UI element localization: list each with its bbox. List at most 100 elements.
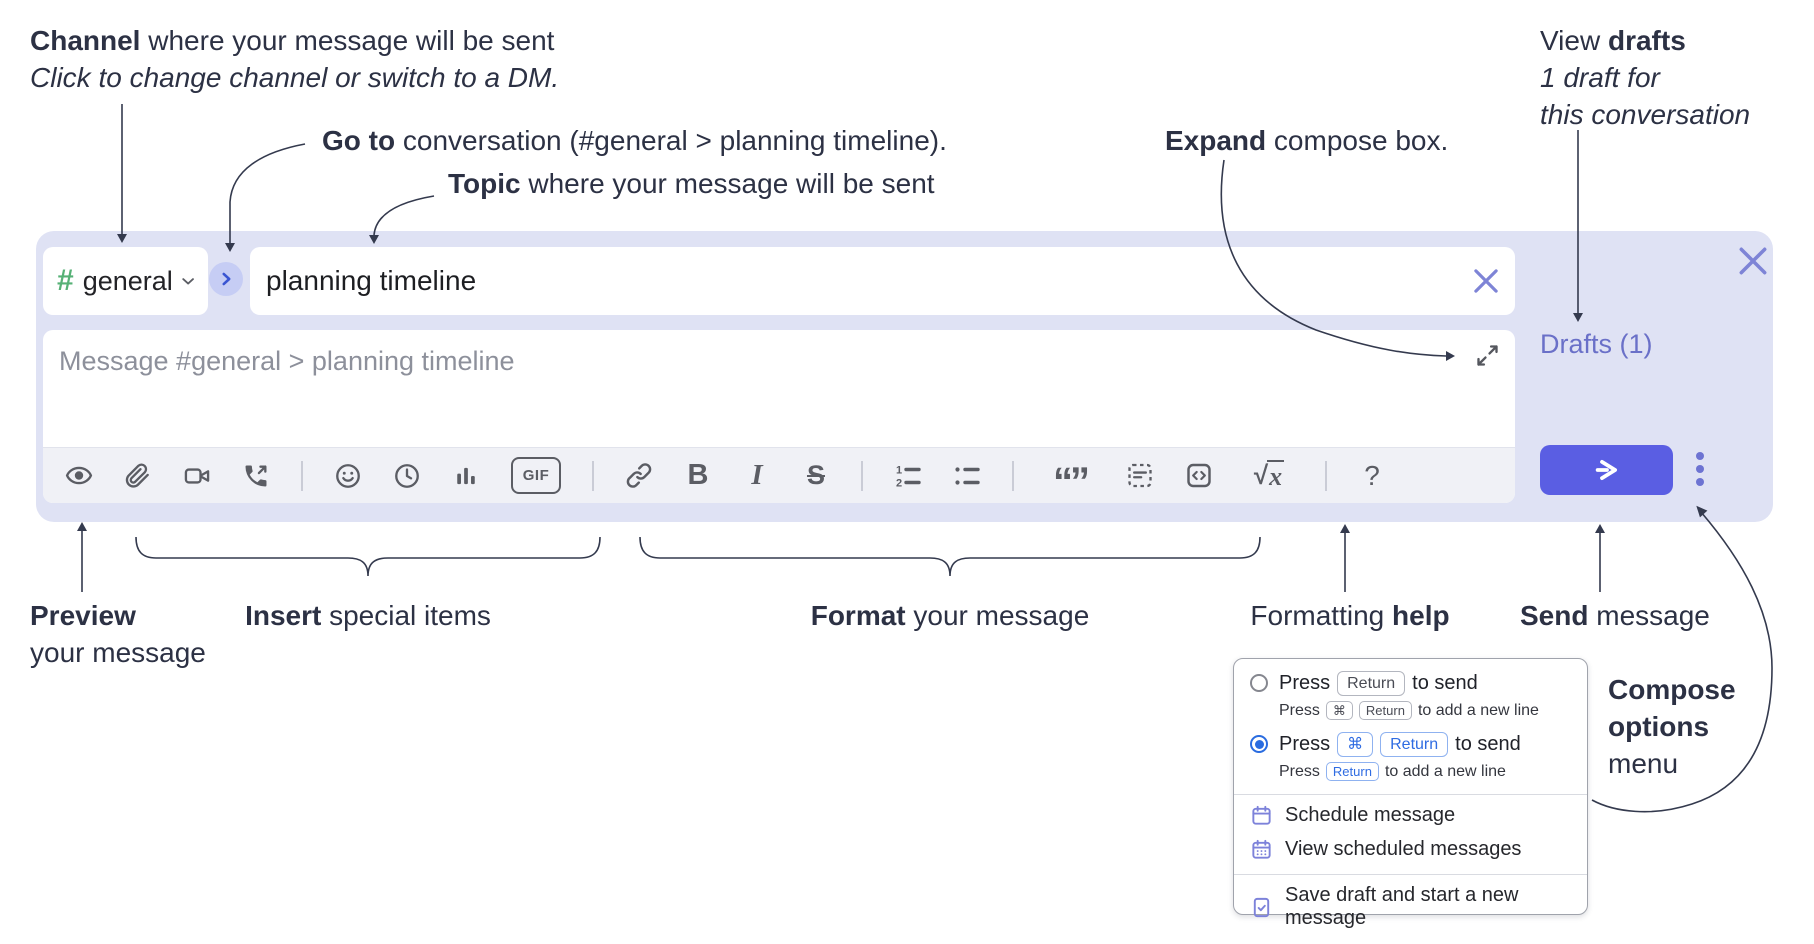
angle-brackets-icon: [1187, 463, 1211, 488]
brace-insert: [135, 536, 601, 577]
option-subtext: Press: [1279, 701, 1320, 719]
option-subtext: Press: [1279, 762, 1320, 780]
option-subtext: to add a new line: [1417, 701, 1539, 719]
message-box: GIF B I S: [43, 330, 1515, 503]
option-text: to send: [1455, 733, 1521, 755]
drafts-link[interactable]: Drafts (1): [1540, 329, 1653, 359]
channel-name: general: [82, 265, 173, 296]
formatting-help-button[interactable]: ?: [1358, 458, 1386, 494]
annotation-view-drafts: View drafts 1 draft for this conversatio…: [1540, 25, 1751, 130]
document-check-icon: [1253, 897, 1270, 917]
radio-unselected-icon: [1250, 674, 1268, 692]
calendar-grid-icon: [1252, 839, 1271, 859]
blockquote-button[interactable]: “”: [1045, 458, 1095, 503]
menu-divider: [1234, 874, 1587, 875]
video-camera-icon: [184, 467, 210, 484]
preview-button[interactable]: [65, 458, 93, 494]
send-icon: [1595, 460, 1617, 480]
square-root-icon: √x: [1253, 459, 1285, 491]
svg-text:2: 2: [896, 478, 902, 490]
chevron-right-icon: [222, 272, 231, 286]
toolbar-divider: [861, 460, 863, 491]
chain-link-icon: [626, 463, 652, 488]
gif-icon: GIF: [511, 457, 561, 494]
send-button[interactable]: [1540, 445, 1673, 495]
message-input[interactable]: [43, 330, 1459, 446]
phone-outgoing-icon: [245, 465, 267, 486]
cmd-keycap: ⌘: [1337, 732, 1374, 757]
topic-input[interactable]: [250, 247, 1515, 315]
dashed-code-block-icon: [1128, 463, 1152, 488]
menu-item-label: Schedule message: [1285, 804, 1456, 826]
option-text: Press: [1279, 733, 1331, 755]
toolbar: GIF B I S: [43, 447, 1515, 503]
toolbar-divider: [1325, 460, 1327, 491]
label-preview: Preview your message: [30, 600, 206, 668]
poll-button[interactable]: [452, 458, 480, 494]
call-button[interactable]: [242, 458, 270, 494]
italic-icon: I: [751, 459, 763, 491]
menu-option-return-to-send[interactable]: Press Return to send Press ⌘ Return to a…: [1248, 661, 1573, 722]
toolbar-divider: [592, 460, 594, 491]
label-compose-options: Compose options menu: [1608, 674, 1736, 779]
gif-button[interactable]: GIF: [511, 457, 561, 494]
strikethrough-icon: S: [806, 460, 825, 490]
eye-icon: [65, 466, 93, 485]
radio-selected-icon: [1250, 735, 1268, 753]
menu-option-cmd-return-to-send[interactable]: Press ⌘ Return to send Press Return to a…: [1248, 722, 1573, 783]
return-keycap: Return: [1358, 701, 1412, 720]
label-format: Format your message: [810, 600, 1090, 631]
emoji-button[interactable]: [334, 458, 362, 494]
label-formatting-help: Formatting help: [1250, 600, 1450, 631]
return-keycap: Return: [1337, 671, 1406, 696]
chevron-down-icon: [182, 277, 194, 284]
attach-file-button[interactable]: [124, 458, 152, 494]
connector-topic: [373, 195, 435, 236]
label-insert: Insert special items: [245, 600, 491, 631]
compose-options-menu: Press Return to send Press ⌘ Return to a…: [1233, 658, 1588, 929]
cmd-keycap: ⌘: [1325, 701, 1353, 720]
menu-divider: [1234, 794, 1587, 795]
option-text: to send: [1412, 672, 1478, 694]
channel-hash-icon: #: [57, 264, 74, 297]
calendar-icon: [1252, 805, 1271, 825]
video-message-button[interactable]: [183, 458, 211, 494]
menu-item-label: Save draft and start a new message: [1285, 884, 1519, 929]
connector-goto: [229, 143, 306, 243]
channel-selector[interactable]: # general: [43, 247, 208, 315]
annotation-topic: Topic where your message will be sent: [448, 168, 935, 199]
compose-box: # general: [36, 231, 1773, 522]
bulleted-list-icon: [955, 467, 980, 485]
bullet-list-button[interactable]: [953, 458, 981, 494]
return-keycap: Return: [1380, 732, 1449, 757]
clock-icon: [395, 463, 419, 488]
annotation-channel: Channel where your message will be sent …: [30, 25, 560, 93]
close-icon[interactable]: [1736, 244, 1770, 278]
snippet-button[interactable]: [1126, 458, 1154, 494]
strikethrough-button[interactable]: S: [802, 458, 830, 494]
bold-button[interactable]: B: [684, 458, 712, 494]
clock-button[interactable]: [393, 458, 421, 494]
code-button[interactable]: [1185, 458, 1213, 494]
label-send: Send message: [1520, 600, 1710, 631]
bar-chart-icon: [457, 467, 475, 484]
brace-format: [639, 536, 1261, 577]
link-button[interactable]: [625, 458, 653, 494]
svg-text:1: 1: [896, 465, 902, 477]
ordered-list-button[interactable]: 1 2: [894, 458, 922, 494]
menu-item-schedule-message[interactable]: Schedule message: [1248, 795, 1573, 829]
menu-item-save-draft[interactable]: Save draft and start a new message: [1248, 875, 1573, 932]
annotation-goto: Go to conversation (#general > planning …: [322, 125, 947, 156]
toolbar-divider: [1012, 460, 1014, 491]
menu-item-view-scheduled-messages[interactable]: View scheduled messages: [1248, 829, 1573, 863]
italic-button[interactable]: I: [743, 458, 771, 494]
clear-topic-icon[interactable]: [1473, 268, 1499, 294]
compose-options-button[interactable]: [1682, 445, 1718, 495]
smiley-icon: [336, 463, 360, 488]
expand-compose-icon[interactable]: [1472, 340, 1503, 371]
topic-input-wrap: [250, 247, 1515, 315]
math-button[interactable]: √x: [1244, 458, 1294, 494]
go-to-conversation-button[interactable]: [209, 262, 243, 296]
menu-item-label: View scheduled messages: [1285, 838, 1522, 860]
